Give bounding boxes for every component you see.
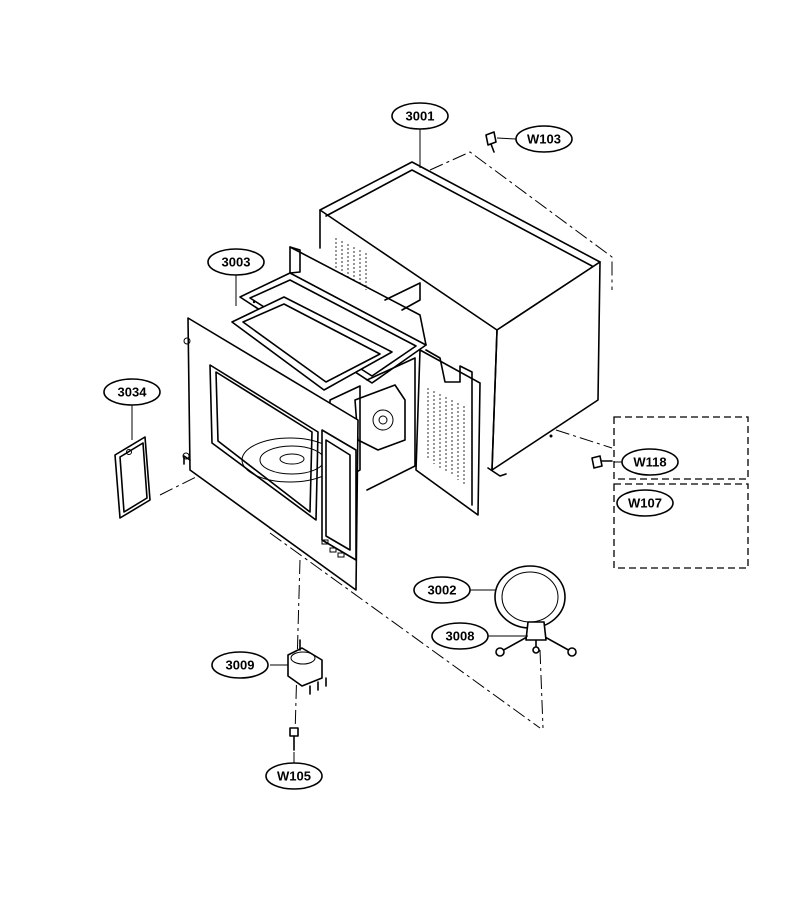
callout-3001-label: 3001 — [406, 109, 435, 124]
callout-w105: W105 — [265, 762, 323, 790]
callout-w103-label: W103 — [527, 132, 561, 147]
cover-plate — [114, 436, 151, 519]
oven-cavity — [182, 246, 481, 591]
outer-cabinet — [319, 161, 601, 477]
callout-3002: 3002 — [413, 576, 471, 604]
callout-3009-label: 3009 — [226, 658, 255, 673]
callout-3001: 3001 — [391, 102, 449, 130]
callout-w107-label: W107 — [628, 496, 662, 511]
dashed-group-boxes — [613, 416, 749, 569]
turntable-motor — [287, 639, 327, 695]
callout-3034: 3034 — [103, 378, 161, 406]
side-wall-vent — [427, 388, 465, 484]
callout-w107: W107 — [616, 489, 674, 517]
callout-3008-label: 3008 — [446, 629, 475, 644]
screw-w105 — [289, 727, 299, 751]
callout-3003: 3003 — [207, 248, 265, 276]
glass-tray — [494, 565, 566, 629]
cabinet-vent — [335, 238, 367, 290]
callout-3009: 3009 — [211, 651, 269, 679]
callout-w118: W118 — [621, 448, 679, 476]
callout-3034-label: 3034 — [118, 385, 148, 400]
callout-3002-label: 3002 — [428, 583, 457, 598]
callout-w103: W103 — [515, 125, 573, 153]
roller-guide — [495, 621, 577, 657]
screw-w118 — [591, 455, 613, 469]
callout-w118-label: W118 — [633, 455, 666, 470]
callout-w105-label: W105 — [277, 769, 311, 784]
callout-3003-label: 3003 — [222, 255, 251, 270]
callout-3008: 3008 — [431, 622, 489, 650]
screw-w103 — [485, 131, 497, 153]
